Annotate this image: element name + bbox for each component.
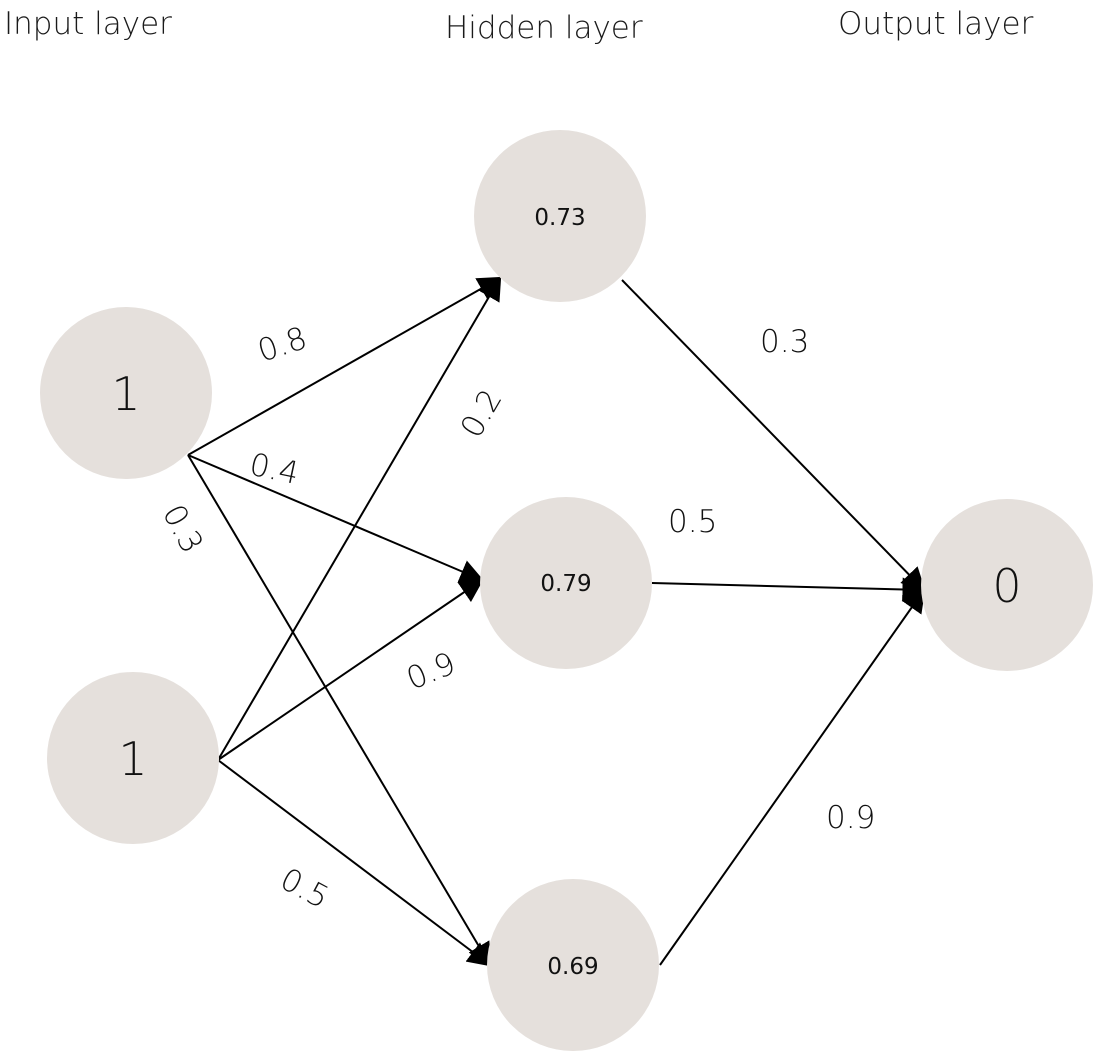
hidden-node-1-value: 0.73	[534, 205, 585, 231]
hidden-node-2: 0.79	[480, 497, 652, 669]
weight-in1-h3: 0.3	[155, 499, 210, 559]
output-layer-title: Output layer	[838, 6, 1034, 42]
weight-in2-h1: 0.2	[454, 383, 510, 444]
weight-in2-h3: 0.5	[274, 861, 334, 916]
edge-in2-h2	[217, 578, 484, 761]
edge-h2-out	[651, 577, 927, 602]
hidden-node-3: 0.69	[487, 879, 659, 1051]
output-node-value: 0	[992, 559, 1021, 613]
hidden-node-3-value: 0.69	[547, 954, 598, 980]
weight-in2-h2: 0.9	[402, 646, 461, 698]
weight-in1-h1: 0.8	[253, 320, 311, 369]
edge-in2-h1	[217, 275, 502, 761]
input-node-1-value: 1	[111, 367, 140, 421]
weight-h2-out: 0.5	[668, 504, 717, 540]
edge-in1-h1	[187, 276, 503, 456]
edge-h1-out	[621, 279, 926, 592]
weight-h1-out: 0.3	[760, 324, 809, 360]
output-node: 0	[921, 499, 1093, 671]
weight-h3-out: 0.9	[826, 800, 875, 836]
hidden-node-1: 0.73	[474, 130, 646, 302]
hidden-layer-title: Hidden layer	[445, 10, 643, 46]
input-node-2: 1	[47, 672, 219, 844]
edge-in2-h3	[217, 759, 492, 967]
edge-in1-h3	[187, 454, 492, 968]
edge-h3-out	[659, 588, 926, 966]
weight-in1-h2: 0.4	[246, 447, 302, 492]
input-node-2-value: 1	[118, 732, 147, 786]
edge-in1-h2	[187, 454, 485, 583]
input-node-1: 1	[40, 307, 212, 479]
hidden-node-2-value: 0.79	[540, 571, 591, 597]
input-layer-title: Input layer	[4, 6, 172, 42]
